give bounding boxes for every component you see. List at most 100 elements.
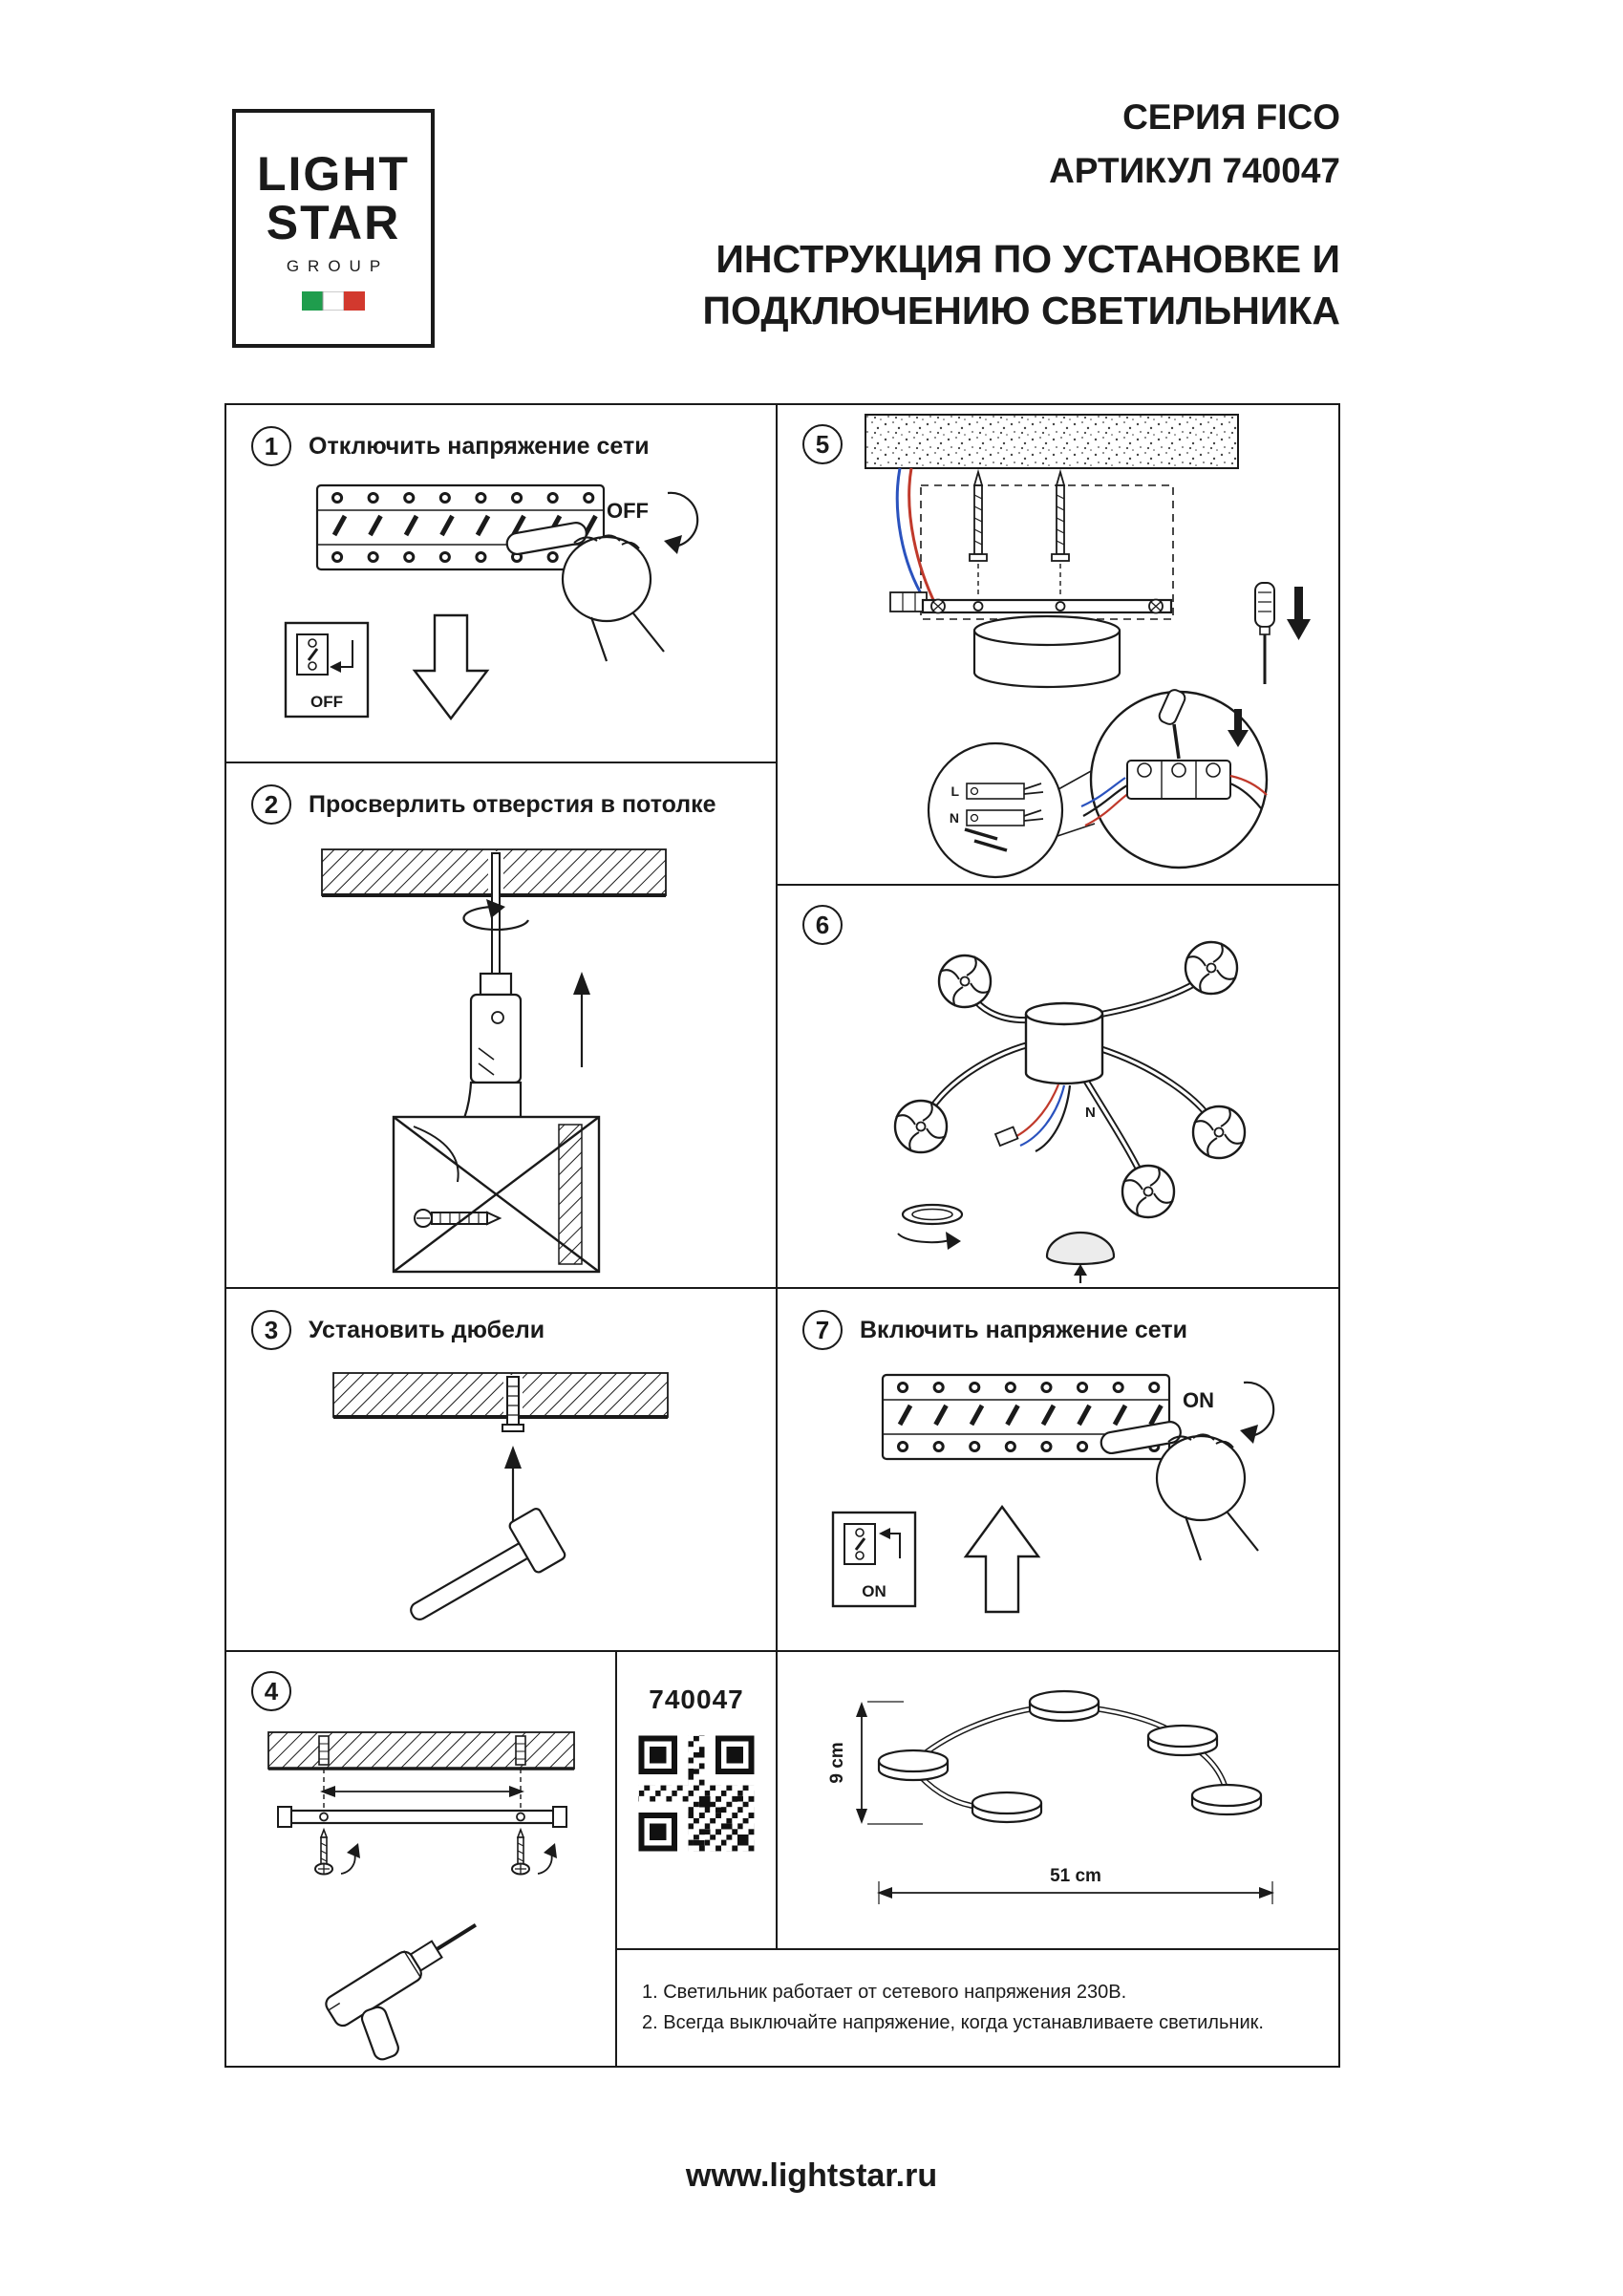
dimension-arrow (320, 1786, 524, 1797)
wire-n-label: N (1085, 1105, 1096, 1121)
terminal-block-small (889, 591, 928, 612)
step-6-number: 6 (802, 905, 843, 945)
article-title: АРТИКУЛ 740047 (1049, 151, 1340, 190)
instruction-grid: 1 Отключить напряжение сети (224, 403, 1340, 2068)
lightstar-logo: LIGHT STAR GROUP (232, 109, 435, 348)
width-dimension: 51 cm (877, 1866, 1274, 1904)
terminal-detail-circle (1080, 689, 1269, 869)
up-arrow-icon (963, 1504, 1041, 1614)
dowel-icon (502, 1376, 524, 1432)
step-3-label: Установить дюбели (309, 1316, 545, 1343)
step-6-drawing: N (893, 940, 1247, 1283)
step-1-drawing: OFF (284, 483, 699, 720)
rotate-arrow-icon (1240, 1381, 1275, 1444)
trim-ring (897, 1203, 964, 1250)
step-7-label: Включить напряжение сети (860, 1316, 1187, 1343)
step-5-number: 5 (802, 424, 843, 464)
step-2-label: Просверлить отверстия в потолке (309, 790, 716, 818)
mount-bar (277, 1806, 567, 1828)
step-2-number: 2 (251, 784, 291, 825)
screw-right (511, 1827, 557, 1876)
step-5-drawing: L N (865, 414, 1311, 879)
step-4-number: 4 (251, 1671, 291, 1711)
screw-left (314, 1827, 360, 1876)
anchor-left (318, 1735, 330, 1766)
step-1-label: Отключить напряжение сети (309, 432, 650, 460)
spot-head-icon (937, 954, 993, 1009)
step-3-number: 3 (251, 1310, 291, 1350)
svg-text:OFF: OFF (310, 693, 343, 711)
lamp-side-view (877, 1689, 1263, 1824)
screwdriver-tool-icon (325, 1922, 478, 2061)
down-arrow-black-icon (1287, 587, 1311, 640)
step-2-header: 2 Просверлить отверстия в потолке (251, 784, 716, 825)
spot-head-icon (1184, 940, 1239, 996)
on-label: ON (1183, 1388, 1214, 1412)
note-2: 2. Всегда выключайте напряжение, когда у… (642, 2012, 1264, 2033)
hand-icon (1100, 1421, 1259, 1561)
ceiling-speckle (865, 414, 1239, 469)
power-on-icon: ON (831, 1511, 917, 1608)
step-7-number: 7 (802, 1310, 843, 1350)
qr-code (633, 1730, 759, 1856)
note-1: 1. Светильник работает от сетевого напря… (642, 1982, 1127, 2003)
footer-url: www.lightstar.ru (685, 2157, 938, 2194)
step-3-header: 3 Установить дюбели (251, 1310, 545, 1350)
document-header: СЕРИЯ FICO АРТИКУЛ 740047 ИНСТРУКЦИЯ ПО … (703, 97, 1341, 336)
canopy-cylinder (1024, 1001, 1104, 1085)
dimensions-cell: 9 cm 51 cm (778, 1652, 1338, 1950)
off-label: OFF (607, 499, 649, 523)
spot-head-icon (1121, 1164, 1176, 1219)
spot-head-icon (893, 1099, 949, 1154)
step-6-cell: 6 (778, 886, 1338, 1289)
hand-icon (505, 522, 665, 662)
step-2-cell: 2 Просверлить отверстия в потолке (226, 763, 778, 1289)
series-title: СЕРИЯ FICO (1122, 97, 1340, 137)
ceiling-hatch (332, 1372, 669, 1419)
italy-flag-icon (302, 291, 365, 311)
canopy-cylinder (972, 614, 1121, 689)
screw-up-right (1051, 468, 1070, 598)
mount-plate (921, 598, 1173, 614)
anchor-right (515, 1735, 526, 1766)
svg-text:ON: ON (862, 1582, 886, 1600)
terminal-n-label: N (950, 810, 959, 826)
step-5-cell: 5 (778, 405, 1338, 886)
step-4-cell: 4 (226, 1652, 617, 2066)
hammer-icon (410, 1508, 566, 1620)
article-number: 740047 (649, 1684, 744, 1714)
step-7-drawing: ON (831, 1373, 1275, 1614)
dimensions-drawing: 9 cm 51 cm (827, 1689, 1274, 1904)
power-off-icon: OFF (284, 621, 370, 719)
wire-red (908, 467, 938, 607)
qr-panel: 740047 (617, 1652, 778, 1950)
wires: N (993, 1084, 1096, 1152)
up-arrow-icon (573, 972, 590, 1067)
step-1-number: 1 (251, 426, 291, 466)
logo-word-light: LIGHT (257, 147, 410, 201)
spot-head-icon (1191, 1105, 1247, 1160)
step-1-header: 1 Отключить напряжение сети (251, 426, 650, 466)
rotate-arrow-icon (664, 491, 699, 554)
height-label: 9 cm (827, 1742, 847, 1783)
ln-detail-circle: L N (927, 741, 1064, 879)
up-arrow-icon (504, 1446, 522, 1524)
ceiling-hatch (267, 1731, 575, 1770)
wrong-mount-box (392, 1115, 601, 1274)
step-4-drawing (267, 1731, 575, 2061)
logo-word-star: STAR (266, 196, 401, 249)
step-2-drawing (321, 848, 667, 1274)
logo-word-group: GROUP (286, 257, 390, 275)
width-label: 51 cm (1050, 1866, 1101, 1886)
height-dimension: 9 cm (827, 1701, 923, 1825)
notes-cell: 1. Светильник работает от сетевого напря… (617, 1950, 1338, 2066)
screwdriver-icon (1254, 582, 1275, 684)
step-3-cell: 3 Установить дюбели (226, 1289, 778, 1652)
step-1-cell: 1 Отключить напряжение сети (226, 405, 778, 763)
step-7-cell: 7 Включить напряжение сети (778, 1289, 1338, 1652)
instruction-title: ИНСТРУКЦИЯ ПО УСТАНОВКЕ И ПОДКЛЮЧЕНИЮ СВ… (702, 237, 1341, 333)
down-arrow-icon (412, 613, 490, 720)
terminal-l-label: L (950, 783, 959, 799)
wire-blue (895, 467, 927, 601)
step-3-drawing (332, 1372, 669, 1620)
